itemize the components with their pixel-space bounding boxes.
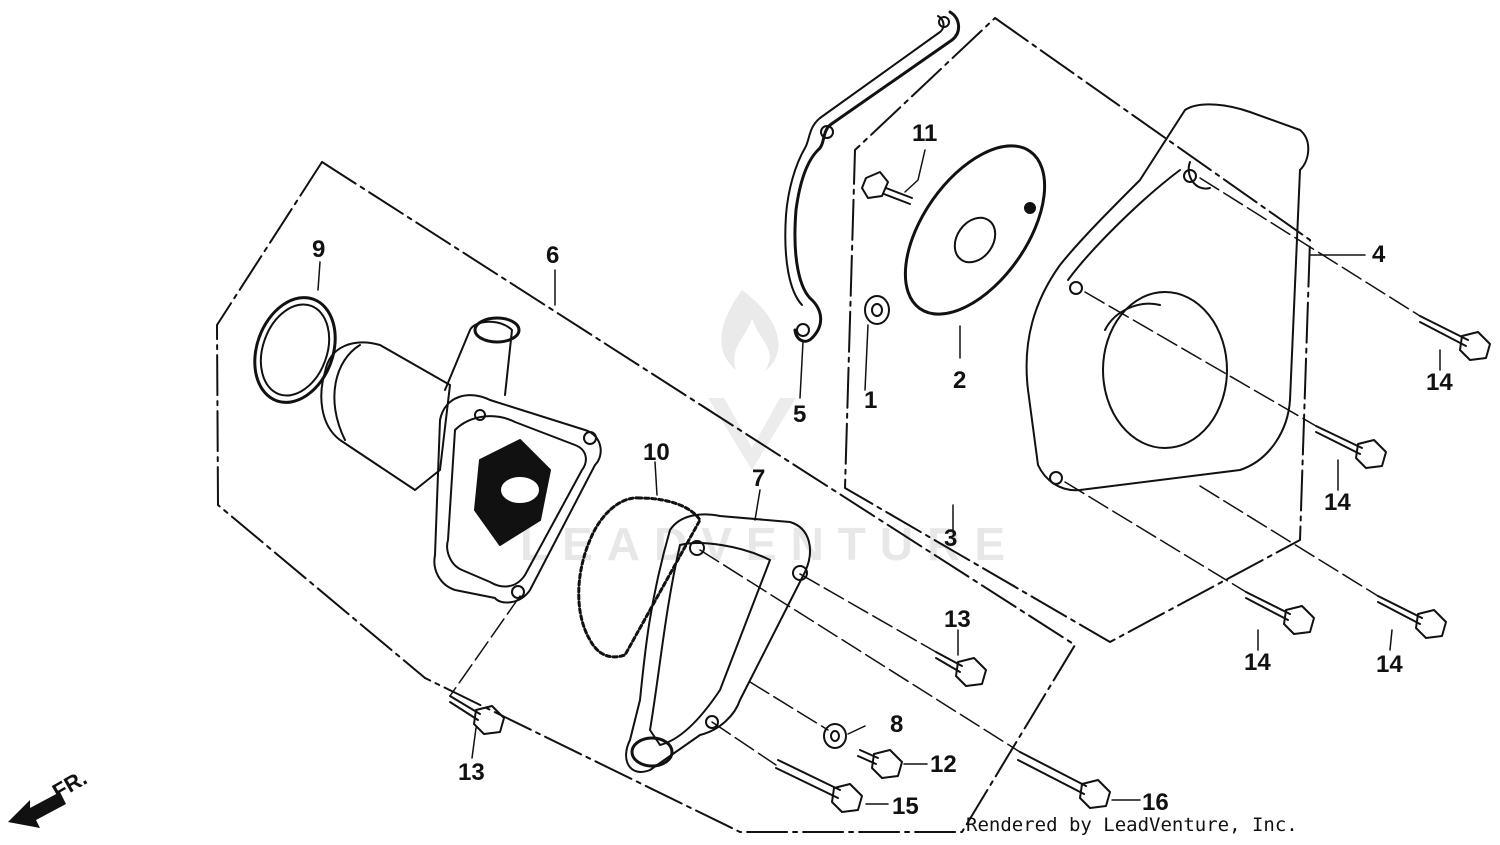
pump-cover-part-7 bbox=[625, 513, 811, 773]
callout-2: 2 bbox=[953, 367, 966, 394]
callout-4: 4 bbox=[1372, 241, 1386, 268]
bolt-part-14-b bbox=[1315, 425, 1387, 469]
callout-10: 10 bbox=[643, 439, 670, 466]
callout-1: 1 bbox=[864, 387, 877, 414]
callout-5: 5 bbox=[793, 401, 806, 428]
bolt-part-11 bbox=[861, 171, 913, 205]
callout-14-c: 14 bbox=[1244, 649, 1271, 676]
bolt-part-12 bbox=[857, 749, 903, 779]
bolt-part-14-c bbox=[1245, 591, 1315, 635]
callout-14-b: 14 bbox=[1324, 489, 1351, 516]
bolt-part-13-b bbox=[449, 695, 505, 735]
side-cover-part-3 bbox=[1025, 103, 1310, 492]
bolt-part-14-d bbox=[1377, 595, 1447, 639]
watermark-logo: LEADVENTURE bbox=[520, 290, 1019, 570]
render-credit: Rendered by LeadVenture, Inc. bbox=[966, 814, 1298, 836]
callout-leaders bbox=[317, 149, 1441, 805]
callout-12: 12 bbox=[930, 751, 957, 778]
cover-gasket-part-5 bbox=[784, 10, 960, 343]
bolt-part-15 bbox=[775, 759, 863, 813]
bolt-part-16 bbox=[1017, 751, 1111, 809]
gasket-part-10 bbox=[577, 496, 702, 659]
callout-16: 16 bbox=[1142, 789, 1169, 816]
watermark-text: LEADVENTURE bbox=[520, 518, 1019, 570]
callout-labels: 1 2 3 4 5 6 7 8 9 10 11 12 13 13 14 14 1… bbox=[312, 120, 1453, 820]
bolt-part-14-a bbox=[1419, 315, 1491, 361]
callout-14-d: 14 bbox=[1376, 651, 1403, 678]
o-ring-part-9 bbox=[253, 296, 337, 404]
callout-9: 9 bbox=[312, 236, 325, 263]
callout-3: 3 bbox=[944, 525, 957, 552]
water-pump-part-6 bbox=[320, 316, 602, 604]
washer-part-8 bbox=[823, 723, 847, 749]
callout-14-a: 14 bbox=[1426, 369, 1453, 396]
alignment-lines bbox=[449, 177, 1421, 766]
callout-6: 6 bbox=[546, 242, 559, 269]
cover-group-boundary bbox=[844, 17, 1311, 643]
callout-7: 7 bbox=[752, 465, 765, 492]
filter-disc-part-2 bbox=[903, 144, 1047, 316]
callout-11: 11 bbox=[912, 120, 937, 147]
washer-part-1 bbox=[864, 295, 890, 325]
callout-13-a: 13 bbox=[944, 606, 971, 633]
callout-13-b: 13 bbox=[458, 759, 485, 786]
bolt-part-13-a bbox=[935, 651, 987, 687]
front-direction-marker: FR. bbox=[8, 765, 91, 828]
callout-15: 15 bbox=[892, 793, 919, 820]
callout-8: 8 bbox=[890, 711, 903, 738]
pump-group-boundary bbox=[216, 161, 1076, 833]
